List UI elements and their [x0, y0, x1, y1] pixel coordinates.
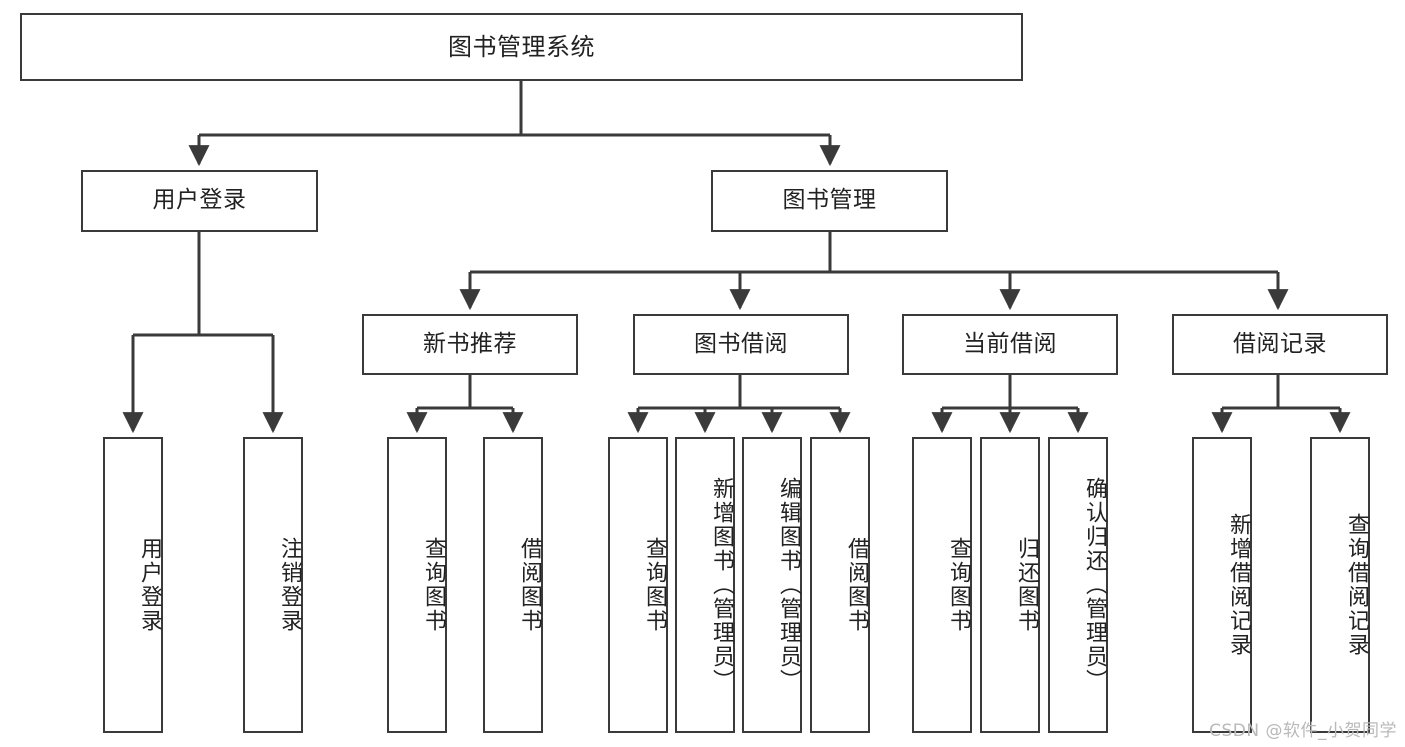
node-label: 当前借阅 [963, 330, 1057, 357]
node-label: 查询图书 [642, 537, 667, 633]
node-current-borrow[interactable]: 当前借阅 [902, 314, 1118, 375]
leaf-return-book[interactable]: 归还图书 [980, 437, 1040, 733]
leaf-query-book-new[interactable]: 查询图书 [387, 437, 447, 733]
node-label: 用户登录 [152, 187, 247, 214]
node-label: 新增图书（管理员） [709, 477, 734, 693]
node-label: 编辑图书（管理员） [776, 477, 801, 693]
leaf-query-book-borrow[interactable]: 查询图书 [608, 437, 668, 733]
leaf-query-book-current[interactable]: 查询图书 [912, 437, 972, 733]
node-label: 借阅记录 [1233, 330, 1327, 357]
node-label: 归还图书 [1014, 537, 1039, 633]
leaf-edit-book-admin[interactable]: 编辑图书（管理员） [742, 437, 802, 733]
watermark-text: CSDN @软件_小贺同学 [1209, 721, 1397, 741]
leaf-query-borrow-record[interactable]: 查询借阅记录 [1310, 437, 1370, 733]
node-label: 注销登录 [277, 537, 302, 633]
node-label: 用户登录 [137, 537, 162, 633]
node-label: 图书管理系统 [448, 32, 595, 61]
leaf-logout[interactable]: 注销登录 [243, 437, 303, 733]
node-label: 借阅图书 [517, 537, 542, 633]
node-user-login[interactable]: 用户登录 [81, 170, 318, 232]
node-label: 图书借阅 [694, 330, 788, 357]
node-borrow-record[interactable]: 借阅记录 [1172, 314, 1388, 375]
leaf-borrow-book[interactable]: 借阅图书 [810, 437, 870, 733]
node-book-borrow[interactable]: 图书借阅 [633, 314, 849, 375]
leaf-confirm-return-admin[interactable]: 确认归还（管理员） [1048, 437, 1108, 733]
node-label: 新书推荐 [423, 330, 517, 357]
node-label: 借阅图书 [844, 537, 869, 633]
node-label: 确认归还（管理员） [1082, 477, 1107, 693]
leaf-add-borrow-record[interactable]: 新增借阅记录 [1192, 437, 1252, 733]
leaf-borrow-book-new[interactable]: 借阅图书 [483, 437, 543, 733]
leaf-add-book-admin[interactable]: 新增图书（管理员） [675, 437, 735, 733]
node-label: 查询图书 [946, 537, 971, 633]
node-label: 新增借阅记录 [1226, 513, 1251, 657]
node-label: 查询借阅记录 [1344, 513, 1369, 657]
node-new-book-recommend[interactable]: 新书推荐 [362, 314, 578, 375]
node-label: 图书管理 [782, 187, 877, 214]
node-root-system[interactable]: 图书管理系统 [20, 13, 1023, 81]
leaf-user-login[interactable]: 用户登录 [103, 437, 163, 733]
node-book-management[interactable]: 图书管理 [711, 170, 948, 232]
node-label: 查询图书 [421, 537, 446, 633]
